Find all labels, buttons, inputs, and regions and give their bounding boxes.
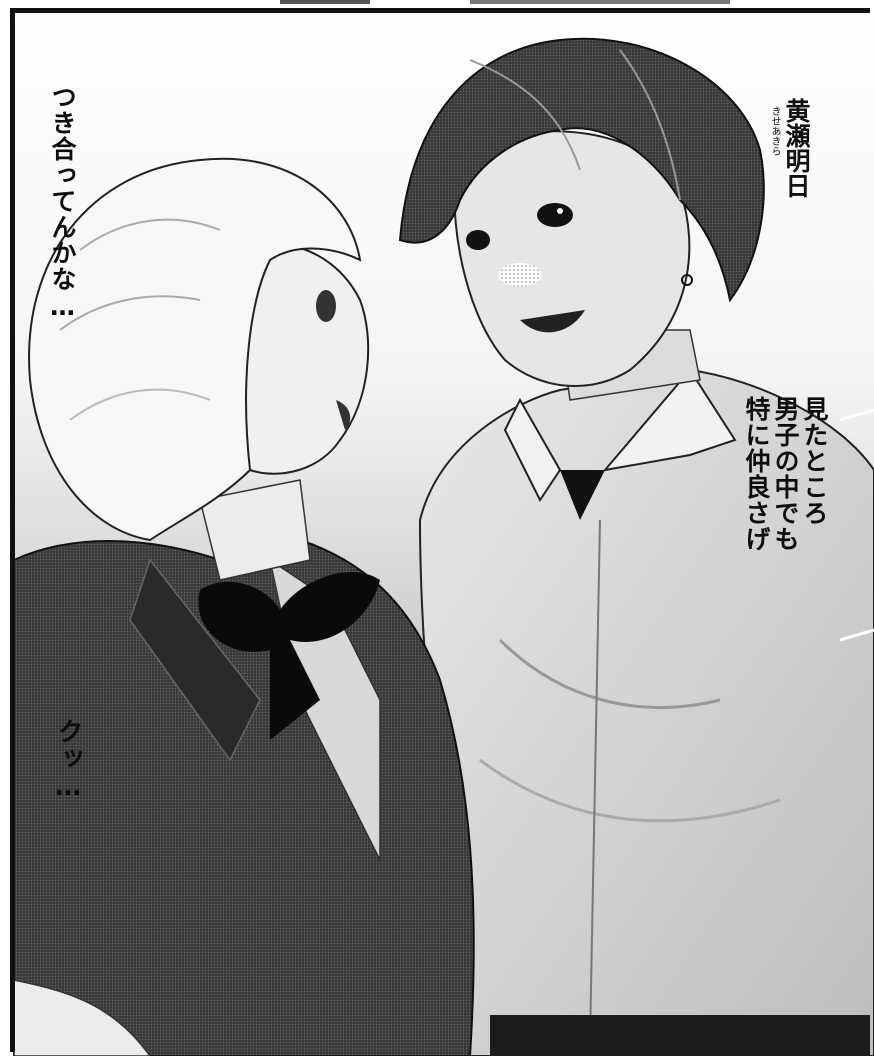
speech-line: 見たところ <box>800 396 829 526</box>
girl-illustration <box>13 157 475 1056</box>
speech-text-right: 見たところ 男子の中でも 特に仲良さげ <box>742 396 829 552</box>
boy-illustration <box>398 37 874 1056</box>
character-name-furigana: きせあきら <box>769 106 780 156</box>
character-name: 黄瀬明日 <box>782 98 811 198</box>
name-caption: 黄瀬明日 きせあきら <box>768 98 811 258</box>
speech-text-left: つき合ってんかな… <box>48 84 77 322</box>
speech-line: 特に仲良さげ <box>742 396 771 552</box>
sound-effect-text: クッ… <box>53 718 83 803</box>
speech-line: 男子の中でも <box>771 396 800 552</box>
